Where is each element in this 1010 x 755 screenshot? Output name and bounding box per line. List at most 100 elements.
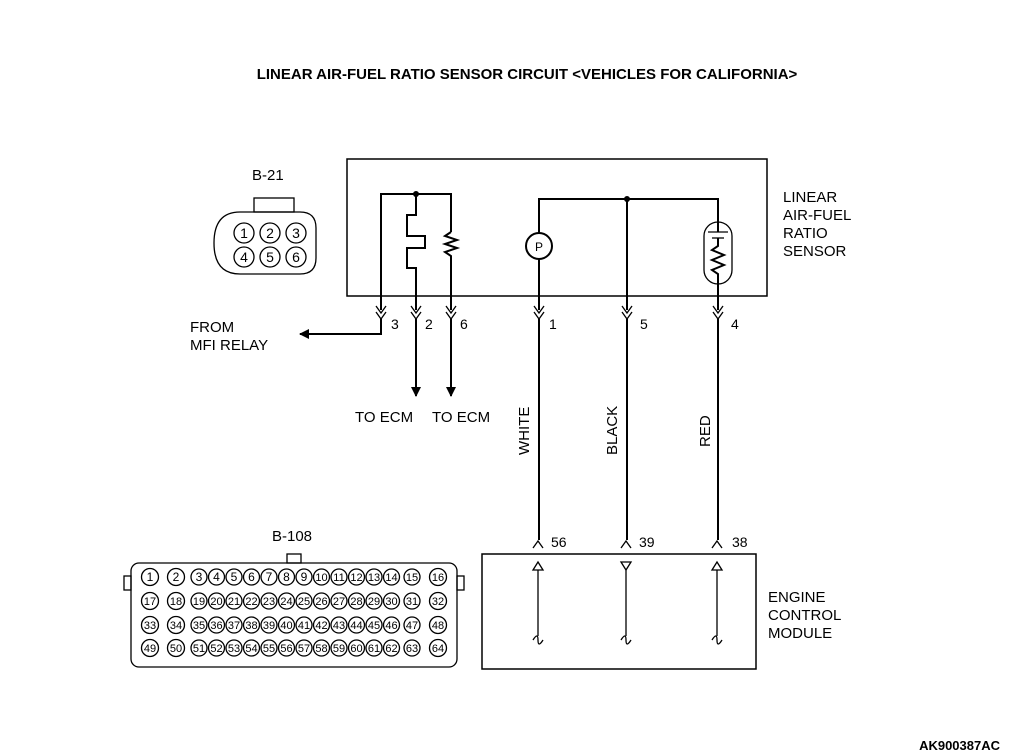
sensor-connector-pin: 4	[240, 249, 248, 265]
ecm-connector-pin: 50	[170, 643, 182, 655]
ecm-connector-pin-socket	[190, 639, 208, 657]
ecm-connector-pin-socket	[365, 568, 383, 586]
sensor-connector-b21: B-21 1 2 3 4 5 6	[213, 167, 317, 275]
ecm-box	[481, 553, 757, 670]
sensor-name: LINEAR AIR-FUEL RATIO SENSOR	[783, 189, 851, 260]
ecm-connector-pin: 4	[213, 570, 220, 584]
ecm-connector-pin-socket	[295, 616, 313, 634]
ecm-pin-number: 39	[639, 534, 655, 550]
ecm-connector-pin-socket	[382, 616, 401, 634]
ecm-connector-pin: 46	[385, 620, 397, 632]
ecm-connector-pin-socket	[330, 616, 348, 634]
ecm-connector-pin: 35	[193, 620, 205, 632]
ecm-connector-pin-socket	[428, 615, 448, 635]
from-relay-label: FROM MFI RELAY	[190, 319, 268, 354]
ecm-connector-pin-socket	[277, 639, 296, 657]
ecm-connector-pin: 25	[298, 596, 310, 608]
diagram-title: LINEAR AIR-FUEL RATIO SENSOR CIRCUIT <VE…	[257, 66, 798, 83]
ecm-connector-pin-socket	[277, 568, 296, 586]
svg-text:SENSOR: SENSOR	[783, 243, 847, 260]
sensor-pin-number: 4	[731, 316, 739, 332]
ecm-pin-number: 38	[732, 534, 748, 550]
sensor-connector-pin: 1	[240, 225, 248, 241]
wire-color-label: RED	[697, 415, 714, 447]
svg-text:FROM: FROM	[190, 319, 234, 336]
ecm-connector-pin-socket	[225, 616, 243, 634]
ecm-connector-pin: 17	[144, 596, 156, 608]
sensor-connector-pin: 6	[292, 249, 300, 265]
ecm-connector-pin: 48	[432, 620, 444, 632]
ecm-connector-pin: 16	[432, 572, 444, 584]
ecm-connector-pin-socket	[312, 639, 331, 657]
ecm-connector-pin-socket	[382, 592, 401, 610]
svg-text:LINEAR: LINEAR	[783, 189, 837, 206]
ecm-connector-pin-socket	[365, 639, 383, 657]
ecm-connector-label: B-108	[272, 528, 312, 545]
ecm-connector-pin: 42	[315, 620, 327, 632]
ecm-connector-pin: 40	[280, 620, 292, 632]
ecm-connector-pin-socket	[225, 639, 243, 657]
ecm-connector-pin-socket	[207, 616, 226, 634]
ecm-connector-pin: 57	[298, 643, 310, 655]
ecm-connector-pin-socket	[140, 567, 160, 587]
ecm-connector-pin: 21	[228, 596, 240, 608]
ecm-connector-pin-socket	[260, 639, 278, 657]
ecm-connector-pin-socket	[190, 568, 208, 586]
wire-color-label: WHITE	[516, 407, 533, 455]
ecm-connector-pin: 43	[333, 620, 345, 632]
ecm-connector-pin-socket	[166, 567, 186, 587]
ecm-connector-pin-socket	[207, 639, 226, 657]
ecm-connector-pin-socket	[330, 568, 348, 586]
external-wires	[299, 319, 719, 540]
ecm-connector-pin: 64	[432, 643, 444, 655]
ecm-connector-pin: 26	[315, 596, 327, 608]
svg-text:RATIO: RATIO	[783, 225, 828, 242]
ecm-connector-pin: 39	[263, 620, 275, 632]
ecm-connector-pin-socket	[242, 616, 261, 634]
ecm-connector-pin: 14	[385, 572, 397, 584]
ecm-connector-pin: 31	[406, 596, 418, 608]
ecm-pin-markers: 56 39 38	[532, 534, 748, 550]
ecm-connector-pin-socket	[428, 638, 448, 658]
ecm-connector-pin: 59	[333, 643, 345, 655]
ecm-connector-pin: 41	[298, 620, 310, 632]
ecm-connector-pin-socket	[330, 592, 348, 610]
ecm-connector-pin-socket	[403, 592, 421, 610]
ecm-connector-pin-socket	[347, 639, 366, 657]
sensor-connector-pin: 5	[266, 249, 274, 265]
ecm-name: ENGINE CONTROL MODULE	[768, 589, 841, 642]
ecm-connector-pin: 32	[432, 596, 444, 608]
ecm-internal	[531, 560, 724, 645]
ecm-connector-pin: 45	[368, 620, 380, 632]
sensor-connector-pin: 3	[292, 225, 300, 241]
ecm-connector-pin-socket	[260, 568, 278, 586]
ecm-connector-pin: 49	[144, 643, 156, 655]
svg-text:MFI RELAY: MFI RELAY	[190, 337, 268, 354]
ecm-connector-pin: 60	[350, 643, 362, 655]
ecm-connector-pin: 18	[170, 596, 182, 608]
ecm-connector-pin: 30	[385, 596, 397, 608]
ecm-connector-pin-socket	[365, 592, 383, 610]
ecm-connector-pin: 33	[144, 620, 156, 632]
ecm-connector-pin-socket	[242, 592, 261, 610]
ecm-connector-pin-socket	[140, 638, 160, 658]
ecm-connector-pin-socket	[403, 568, 421, 586]
ecm-connector-pin: 62	[385, 643, 397, 655]
sensor-internal-circuit: P	[380, 191, 733, 310]
ecm-connector-pin-socket	[312, 616, 331, 634]
sensor-box	[346, 158, 768, 297]
ecm-pin-number: 56	[551, 534, 567, 550]
ecm-connector-pin: 11	[333, 572, 344, 584]
ecm-connector-pin-socket	[330, 639, 348, 657]
ecm-connector-pin: 37	[228, 620, 240, 632]
ecm-connector-pin-socket	[242, 568, 261, 586]
resistor-icon	[441, 231, 461, 310]
ecm-connector-pin: 47	[406, 620, 418, 632]
ecm-connector-pin-socket	[207, 592, 226, 610]
sensor-pin-number: 3	[391, 316, 399, 332]
ecm-connector-pin: 63	[406, 643, 418, 655]
ecm-connector-pin-socket	[166, 638, 186, 658]
sensor-connector-pin: 2	[266, 225, 274, 241]
ecm-connector-pin: 29	[368, 596, 380, 608]
